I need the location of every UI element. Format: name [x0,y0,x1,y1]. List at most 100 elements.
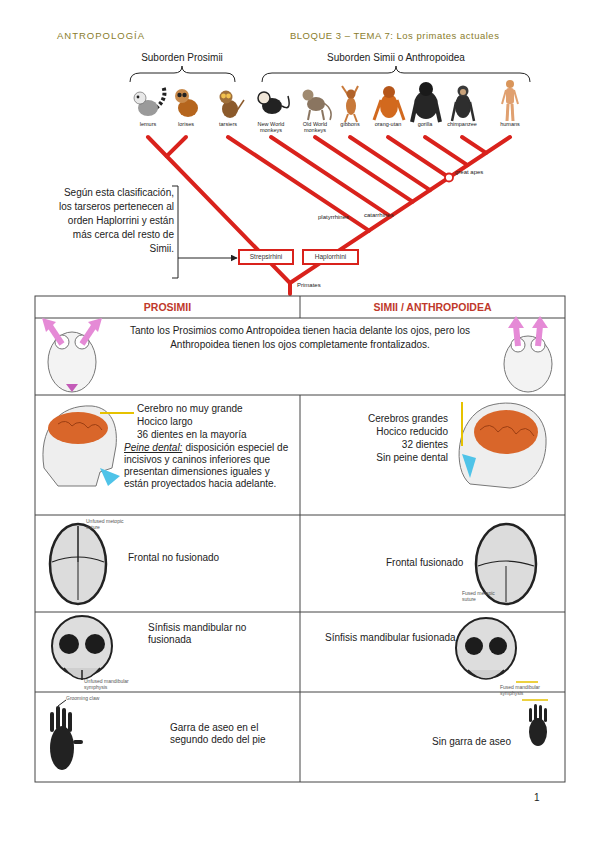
page-title: BLOQUE 3 – TEMA 7: Los primates actuales [290,30,580,41]
skull-top-unfused [50,524,106,604]
tree-branch [388,137,449,178]
human-arm [502,90,506,104]
gorilla-arm [436,104,440,122]
toe [529,708,532,722]
monkey-limb [308,110,310,120]
eye-direction-arrow [88,318,102,332]
foot-sole [50,726,74,770]
term-text: Peine dental: [124,442,182,453]
toe [539,705,542,721]
coronal-suture [52,557,104,562]
tree-branch [350,137,430,190]
table-cell: Garra de aseo en el segundo dedo del pie [170,722,295,746]
orangutan-arm [397,100,404,120]
loris-eye [182,93,186,97]
incisors [462,454,476,478]
brain [48,412,108,444]
text-paragraph: Peine dental:disposición especiel de inc… [124,442,296,490]
tree-branch [228,137,369,231]
orangutan-head [383,86,395,98]
table-cell: Sínfisis mandibular no fusionada [148,622,266,646]
loris-eye [177,93,181,97]
taxon-name: lorises [168,121,204,127]
skull-outline [459,403,546,488]
header-text: ANTROPOLOGÍA [57,30,187,41]
eye-direction-arrow [82,326,94,344]
mandible [64,668,100,679]
toe [544,708,547,722]
gorilla-arm [412,104,416,122]
pointer-line [522,699,548,701]
taxon-name: humans [492,121,528,127]
monkey-tail [324,103,331,120]
skull-outline [50,524,106,604]
lemur-tail [156,86,164,108]
toe [50,712,54,732]
taxon-name: gorilla [407,121,443,127]
toe [68,712,72,732]
table-cell: Sin peine dental [322,452,448,464]
clade-name: Haplorrhini [315,254,346,261]
pointer-line [100,412,134,414]
orangutan-arm [374,100,381,120]
loris-figure [175,89,198,117]
clade-name: Strepsirhini [250,254,283,261]
figure-label: Unfused metopic suture [86,518,126,530]
orbit [465,637,483,655]
toe [62,708,66,730]
chimpanzee-arm [470,102,474,121]
brain [474,410,538,454]
brain-sulci [58,421,102,430]
orbit [489,637,507,655]
skull-outline [48,332,96,392]
toe [534,704,537,720]
eye-direction-arrow [42,318,56,332]
orangutan-figure [374,86,404,120]
symphysis-line [81,670,83,680]
anthropoid-skull-profile [459,402,546,488]
table-cell: Hocico largo [137,416,297,428]
group-brace [130,66,530,82]
table-cell: Sínfisis mandibular fusionada [325,632,475,644]
skull-outline [52,616,112,676]
primate-figures [134,80,518,122]
human-head [506,80,514,88]
page-number: 1 [534,792,548,804]
taxon-name: New World monkeys [253,121,289,133]
human-leg [507,104,508,121]
claw-pointer [58,700,66,706]
human-leg [512,104,513,121]
lemur-tail [156,86,164,108]
column-header: SIMII / ANTHROPOIDEA [300,301,565,314]
old-world-monkey-figure [303,90,332,121]
lemur-eye [137,96,140,99]
monkey-head [258,92,270,104]
taxon-name: gibbons [332,121,368,127]
eye-direction-arrow [508,316,524,328]
foot-without-claw [522,700,548,746]
tarsier-figure [220,91,245,119]
skull-top-view [42,318,102,392]
gibbon-leg [345,114,348,122]
table-cell: Tanto los Prosimios como Antropoidea tie… [118,324,482,351]
lemur-head [134,92,146,104]
chimpanzee-arm [452,102,456,121]
skull-top-view [504,316,552,392]
table-rule [300,395,301,782]
figure-label: Unfused mandibular symphysis [84,678,144,690]
chimpanzee-head [458,86,469,97]
table-cell: Sin garra de aseo [432,736,532,748]
column-header: PROSIMII [35,301,300,314]
tarsier-eye [221,94,226,99]
great-apes-marker [445,174,453,182]
clade-name: Primates [297,282,337,289]
eye-direction-arrow [50,326,62,344]
monkey-tail [282,96,289,108]
pointer-line [461,402,463,446]
gorilla-figure [412,82,440,122]
comparison-table [35,296,565,782]
gibbon-head [347,90,356,99]
new-world-monkey-figure [258,92,289,114]
tree-branch [425,137,468,165]
